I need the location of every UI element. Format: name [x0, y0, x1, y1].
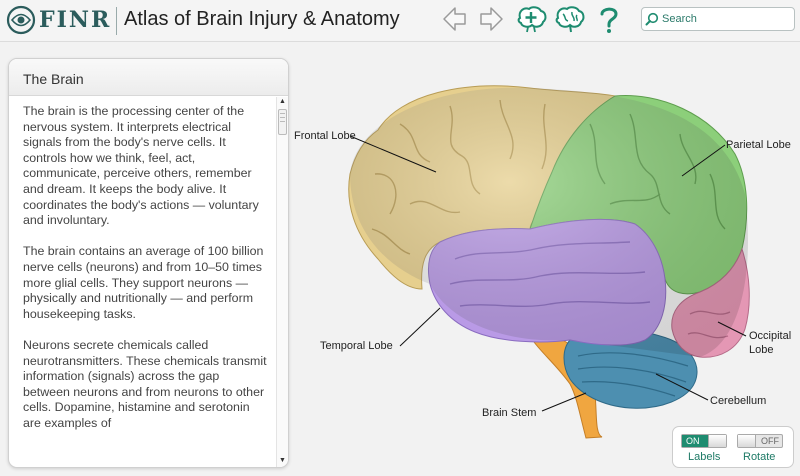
search-input[interactable] — [662, 13, 782, 25]
labels-toggle-label: Labels — [688, 451, 721, 463]
paragraph: The brain contains an average of 100 bil… — [23, 244, 264, 321]
toggle-knob — [738, 435, 756, 447]
rotate-toggle[interactable]: OFF — [737, 434, 783, 448]
scroll-down-arrow-icon[interactable]: ▼ — [279, 457, 286, 464]
toggle-knob — [708, 435, 726, 447]
display-controls: ON Labels OFF Rotate — [672, 426, 794, 468]
search-box[interactable] — [641, 7, 795, 31]
scroll-up-arrow-icon[interactable]: ▲ — [279, 98, 286, 105]
search-icon — [645, 12, 659, 26]
panel-scrollbar[interactable]: ▲ ▼ — [276, 97, 288, 467]
label-leader-lines — [349, 135, 747, 412]
temporal-lobe-region — [427, 218, 667, 346]
labels-toggle[interactable]: ON — [681, 434, 727, 448]
paragraph: Neurons secrete chemicals called neurotr… — [23, 337, 267, 430]
frontal-lobe-label[interactable]: Frontal Lobe — [294, 130, 356, 142]
app-title: Atlas of Brain Injury & Anatomy — [124, 8, 400, 30]
back-arrow-icon[interactable] — [440, 4, 470, 34]
rotate-toggle-state: OFF — [761, 436, 779, 446]
finr-logo[interactable]: FINR — [6, 5, 111, 35]
parietal-lobe-label[interactable]: Parietal Lobe — [726, 139, 791, 151]
finr-logo-icon — [6, 5, 36, 35]
forward-arrow-icon[interactable] — [476, 4, 506, 34]
cerebellum-label[interactable]: Cerebellum — [710, 395, 767, 407]
logo-text: FINR — [39, 7, 112, 33]
brain-illustration[interactable] — [290, 44, 800, 476]
panel-title: The Brain — [9, 59, 288, 96]
help-icon[interactable] — [597, 4, 621, 34]
paragraph: The brain is the processing center of th… — [23, 104, 259, 228]
rotate-toggle-label: Rotate — [743, 451, 776, 463]
add-brain-icon[interactable] — [515, 4, 549, 34]
occipital-lobe-label[interactable]: Occipital Lobe — [749, 330, 792, 356]
header-divider — [116, 7, 117, 35]
brain-icon[interactable] — [553, 4, 587, 34]
panel-text[interactable]: The brain is the processing center of th… — [9, 97, 277, 467]
scroll-thumb[interactable] — [278, 109, 287, 135]
labels-toggle-state: ON — [682, 435, 710, 447]
info-panel: The Brain The brain is the processing ce… — [8, 58, 289, 468]
app-header: FINR Atlas of Brain Injury & Anatomy — [0, 0, 800, 42]
brain-stem-label[interactable]: Brain Stem — [482, 407, 537, 419]
temporal-lobe-label[interactable]: Temporal Lobe — [320, 340, 393, 352]
